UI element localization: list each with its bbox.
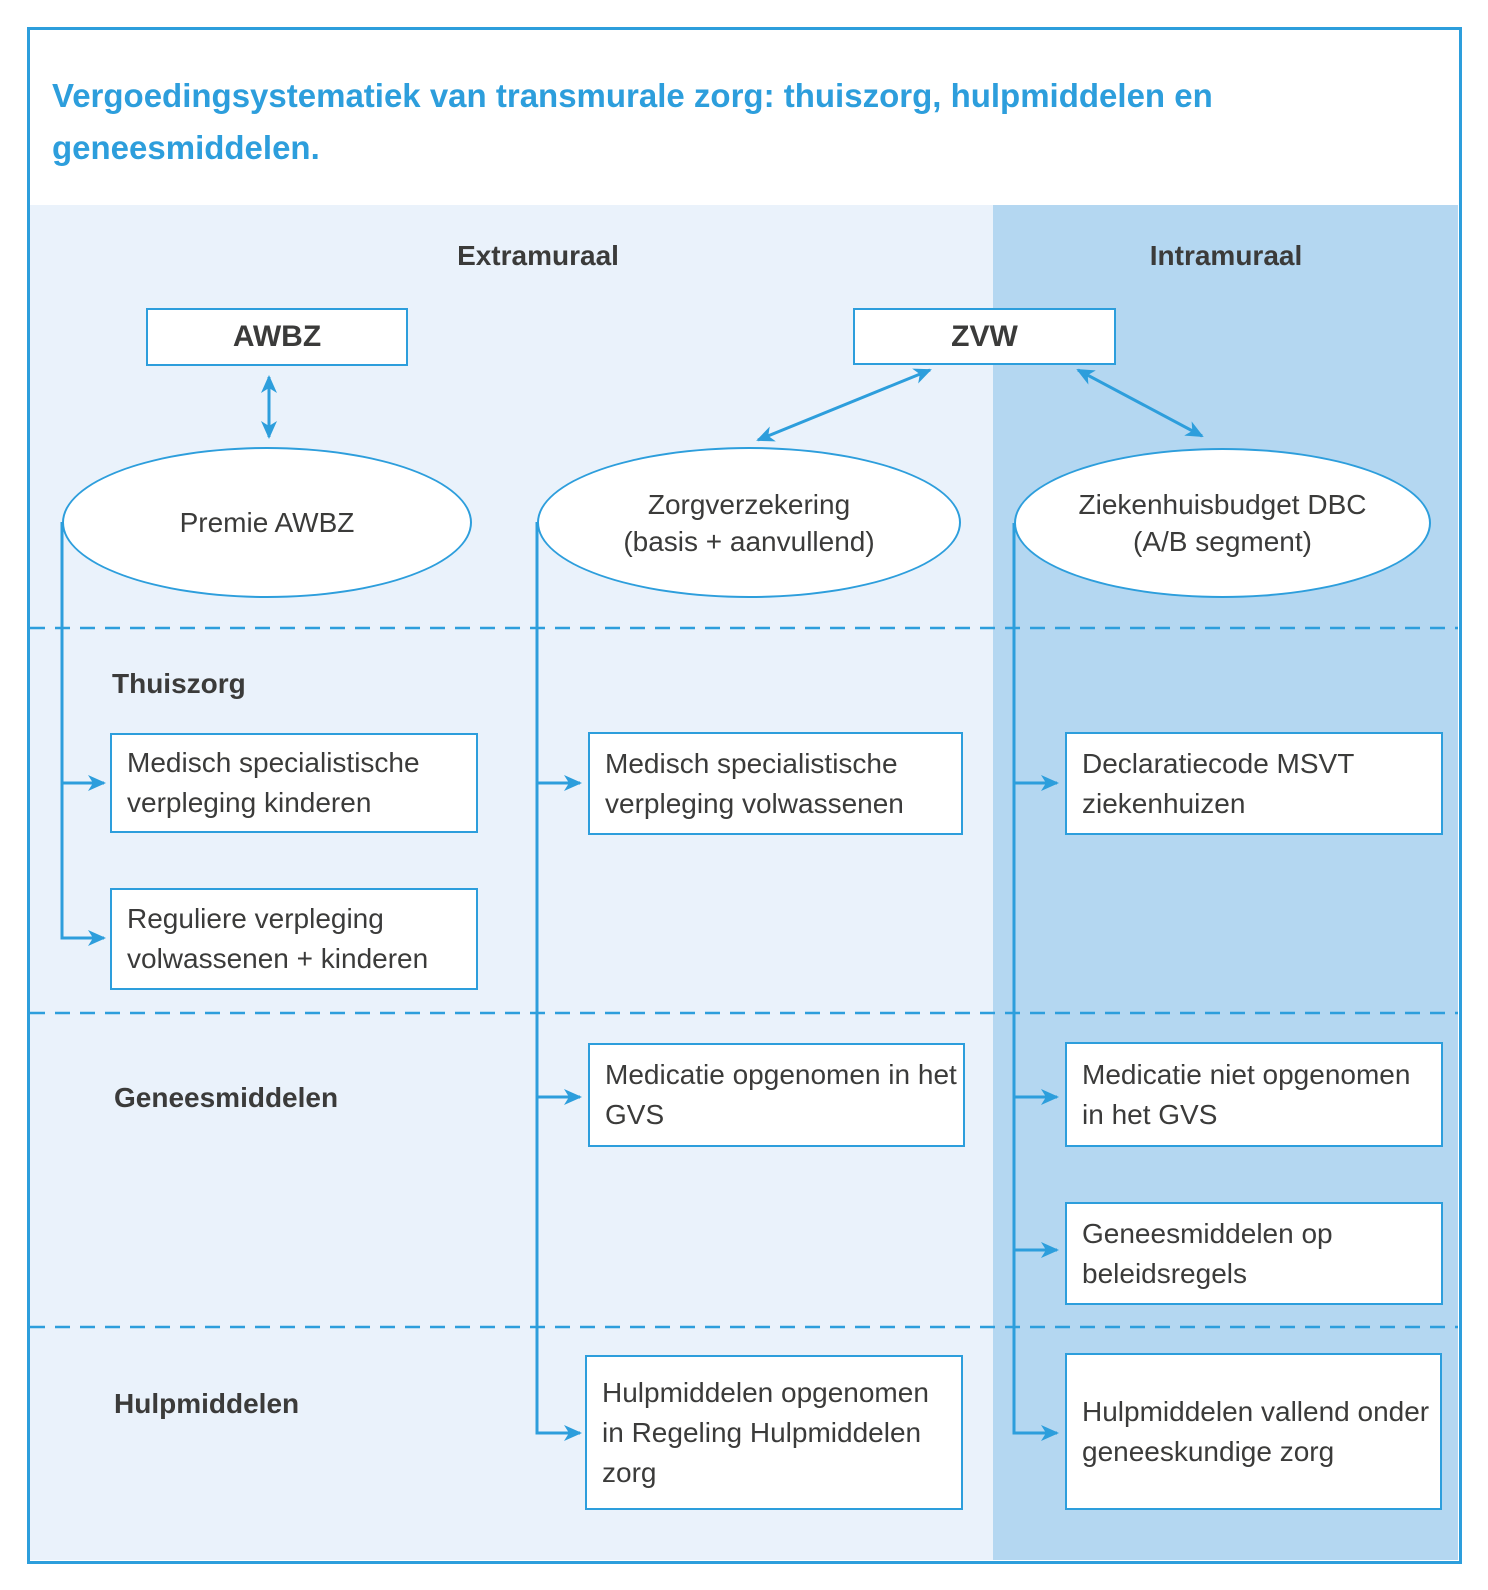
box-hulpmiddelen-regeling: Hulpmiddelen opgenomen in Regeling Hulpm… xyxy=(585,1355,963,1510)
box-msv-kinderen: Medisch specialistische verpleging kinde… xyxy=(110,733,478,833)
ellipse-zorgverzekering-line1: Zorgverzekering xyxy=(647,488,851,520)
box-medicatie-gvs: Medicatie opgenomen in het GVS xyxy=(588,1043,965,1147)
box-geneesmiddelen-beleidsregels: Geneesmiddelen op beleidsregels xyxy=(1065,1202,1443,1305)
ellipse-premie-awbz-label: Premie AWBZ xyxy=(179,507,355,538)
section-label-hulpmiddelen: Hulpmiddelen xyxy=(114,1388,300,1419)
connector-premie-reguliere xyxy=(60,522,106,946)
arrow-zvw-ziekenhuisbudget xyxy=(1076,368,1204,438)
box-declaratiecode-msvt: Declaratiecode MSVT ziekenhuizen xyxy=(1065,732,1443,835)
diagram-title-line1: Vergoedingsystematiek van transmurale zo… xyxy=(52,77,1213,114)
section-label-thuiszorg: Thuiszorg xyxy=(112,668,246,699)
node-awbz: AWBZ xyxy=(146,308,408,366)
ellipse-premie-awbz: Premie AWBZ xyxy=(62,447,472,598)
connector-zorgverzekering-hulpmiddelen xyxy=(535,522,582,1441)
node-zvw: ZVW xyxy=(853,308,1116,365)
connector-budget-hulpmiddelen-geneeskundig xyxy=(1012,523,1059,1441)
ellipse-ziekenhuisbudget-line2: (A/B segment) xyxy=(1133,526,1312,557)
box-medicatie-niet-gvs: Medicatie niet opgenomen in het GVS xyxy=(1065,1042,1443,1147)
ellipse-zorgverzekering-line2: (basis + aanvullend) xyxy=(623,525,875,557)
ellipse-zorgverzekering: Zorgverzekering (basis + aanvullend) xyxy=(537,447,961,598)
ellipse-ziekenhuisbudget: Ziekenhuisbudget DBC (A/B segment) xyxy=(1014,448,1431,598)
zone-header-intramuraal: Intramuraal xyxy=(1149,240,1303,271)
diagram-title-line2: geneesmiddelen. xyxy=(52,129,320,166)
ellipse-ziekenhuisbudget-line1: Ziekenhuisbudget DBC xyxy=(1078,489,1367,520)
section-label-geneesmiddelen: Geneesmiddelen xyxy=(114,1082,339,1113)
arrow-zvw-zorgverzekering xyxy=(756,368,932,442)
zone-intramuraal xyxy=(993,205,1458,1560)
box-msv-volwassenen: Medisch specialistische verpleging volwa… xyxy=(588,732,963,835)
zone-header-extramuraal: Extramuraal xyxy=(457,240,619,271)
diagram-title: Vergoedingsystematiek van transmurale zo… xyxy=(52,70,1412,174)
box-hulpmiddelen-geneeskundig: Hulpmiddelen vallend onder geneeskundige… xyxy=(1065,1353,1442,1510)
box-reguliere-verpleging: Reguliere verpleging volwassenen + kinde… xyxy=(110,888,478,990)
